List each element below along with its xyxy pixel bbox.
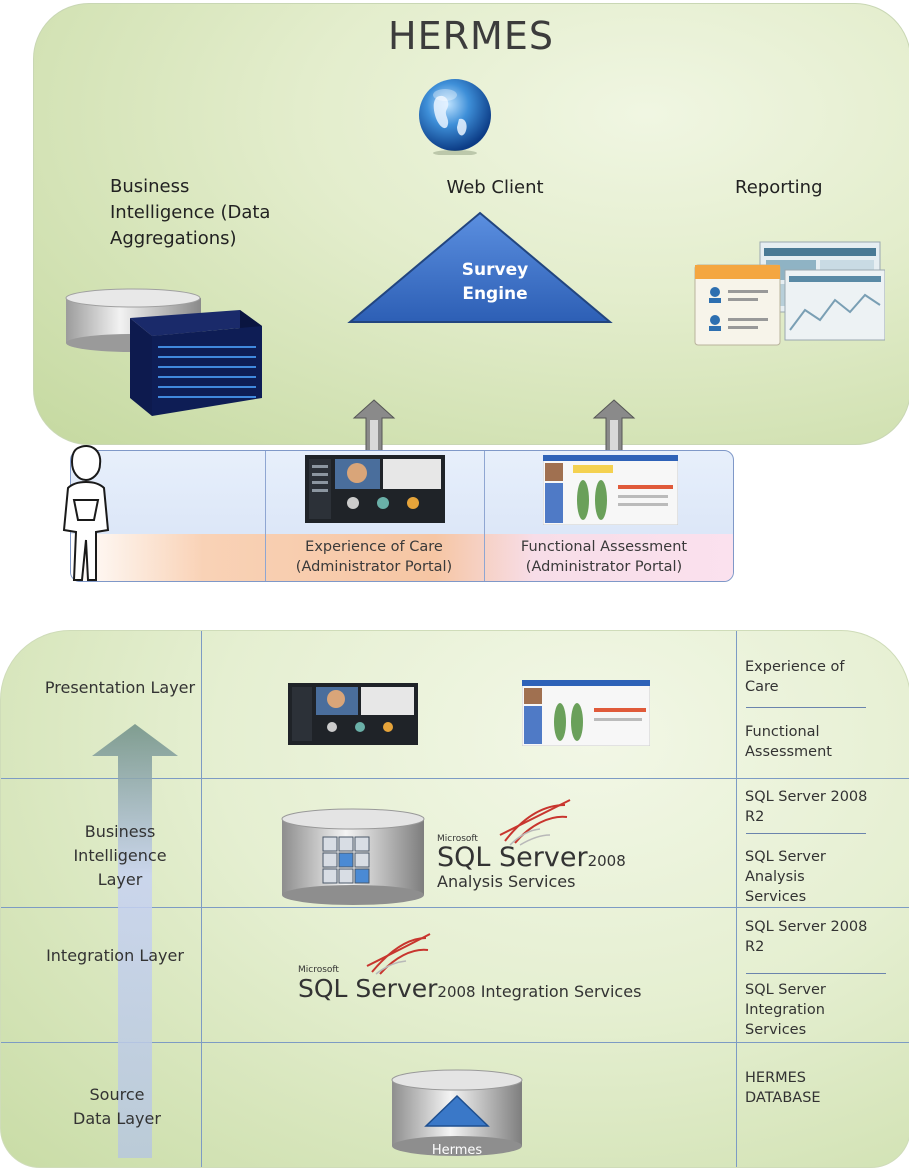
administrator-person-icon bbox=[62, 445, 110, 581]
experience-of-care-thumbnail bbox=[288, 683, 418, 745]
reporting-dashboard-icon bbox=[694, 241, 885, 346]
hermes-database-icon bbox=[391, 1069, 523, 1156]
hermes-db-label: Hermes bbox=[431, 1143, 483, 1158]
data-aggregation-cube-icon bbox=[65, 288, 262, 416]
sql-server-logo-icon bbox=[499, 799, 571, 846]
integration-layer-label: Integration Layer bbox=[46, 946, 184, 965]
sql-server-integration-logo: Microsoft SQL Server2008 Integration Ser… bbox=[298, 965, 642, 1003]
layer-flow-arrow-icon bbox=[92, 724, 178, 1158]
experience-of-care-label: Experience of Care bbox=[745, 659, 845, 695]
sql-server-2008-r2-label: SQL Server 2008 R2 bbox=[745, 789, 868, 825]
functional-assessment-label: Functional Assessment bbox=[745, 724, 832, 760]
survey-engine-triangle bbox=[347, 211, 613, 323]
sql-server-logo-icon bbox=[366, 933, 431, 975]
business-intelligence-layer-label: Business Intelligence Layer bbox=[73, 822, 167, 889]
sql-server-analysis-services-label: SQL Server Analysis Services bbox=[745, 849, 826, 905]
sql-server-analysis-logo: Microsoft SQL Server2008 Analysis Servic… bbox=[437, 834, 626, 891]
survey-engine-label: Survey Engine bbox=[461, 260, 529, 304]
sql-server-integration-services-label: SQL Server Integration Services bbox=[745, 982, 826, 1038]
functional-assessment-portal-label: Functional Assessment (Administrator Por… bbox=[520, 539, 688, 575]
up-arrow-icon bbox=[592, 399, 636, 457]
hermes-title: HERMES bbox=[388, 14, 554, 58]
up-arrow-icon bbox=[352, 399, 396, 457]
functional-assessment-thumbnail bbox=[522, 680, 650, 746]
source-data-layer-label: Source Data Layer bbox=[73, 1085, 161, 1128]
web-client-label: Web Client bbox=[446, 177, 544, 198]
experience-of-care-portal-label: Experience of Care (Administrator Portal… bbox=[295, 539, 453, 575]
functional-assessment-screenshot bbox=[543, 455, 678, 525]
analysis-cube-icon bbox=[281, 808, 425, 905]
experience-of-care-screenshot bbox=[305, 455, 445, 523]
sql-server-2008-r2-label: SQL Server 2008 R2 bbox=[745, 919, 868, 955]
hermes-database-label: HERMES DATABASE bbox=[745, 1070, 821, 1106]
business-intelligence-label: Business Intelligence (Data Aggregations… bbox=[110, 176, 271, 249]
reporting-label: Reporting bbox=[735, 177, 823, 198]
presentation-layer-label: Presentation Layer bbox=[44, 678, 196, 697]
globe-icon bbox=[419, 79, 491, 155]
